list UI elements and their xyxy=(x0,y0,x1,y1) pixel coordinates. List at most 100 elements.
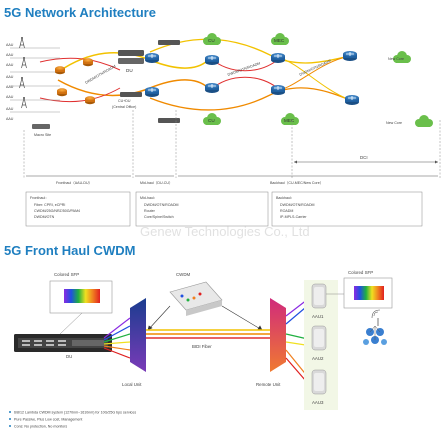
router-icon xyxy=(270,52,286,64)
new-core-label: New Core xyxy=(386,121,402,125)
du-chassis-icon xyxy=(14,334,112,352)
dci-arrow: DCI xyxy=(294,155,438,164)
info-box-item: CWDM/25G/NRZ/50G/PAM4 xyxy=(34,209,80,213)
cu-du-label: CU+DU xyxy=(118,99,131,103)
bullet-icon xyxy=(9,425,11,427)
remote-unit-demux-icon xyxy=(270,298,286,372)
info-box-midhaul: Mid-haul： DWDM/OTN/ROADM Router Core/Spi… xyxy=(135,191,269,227)
bidi-fiber-label: BIDI Fiber xyxy=(192,344,212,349)
cu-du-server-icon xyxy=(120,92,142,97)
router-icon xyxy=(204,82,220,94)
network-title: 5G Network Architecture xyxy=(4,5,156,20)
info-box-title: Backhaul： xyxy=(276,196,294,200)
aau-unit-icon xyxy=(311,283,327,309)
mec-label: MEC xyxy=(284,118,295,123)
router-icon xyxy=(204,54,220,66)
segment-dividers xyxy=(23,110,441,178)
segment-midhaul: Mid-haul（DU-CU） xyxy=(140,180,173,185)
tower-icon xyxy=(21,96,27,109)
info-box-fronthaul: Fronthaul： Fiber: CPRI, eCPRI CWDM/25G/N… xyxy=(25,191,131,227)
info-box-title: Mid-haul： xyxy=(140,196,157,200)
sfp-pointer-line xyxy=(59,312,83,335)
aau-label: AAU xyxy=(6,117,14,121)
aau-label: AAU xyxy=(6,63,14,67)
info-box-item: IP-MPLS-Carrier xyxy=(280,215,307,219)
fronthaul-title: 5G Front Haul CWDM xyxy=(4,243,135,258)
macro-site-server-icon xyxy=(32,124,50,129)
remote-unit-label: Remote Unit xyxy=(256,382,281,387)
segment-fronthaul: Fronthaul（AAU-DU） xyxy=(56,180,92,185)
bullet-icon xyxy=(9,418,11,420)
ring-label: DWDM/OTN/ROADM xyxy=(85,64,117,85)
antenna-cluster-icon xyxy=(363,309,387,345)
du-server-icon xyxy=(118,50,144,56)
ring-label: DWDM/OTN/ROADM xyxy=(299,59,332,77)
info-box-title: Fronthaul： xyxy=(30,196,49,200)
macro-site-label: Macro Site xyxy=(34,133,51,137)
aau-label: AAU xyxy=(6,75,14,79)
watermark-text: Genew Technologies Co., Ltd xyxy=(140,224,310,239)
router-icon xyxy=(270,84,286,96)
note-item: 6/8/12 Lambda CWDM system (1270nm~1610nm… xyxy=(14,411,136,415)
colored-sfp-label: Colored SFP xyxy=(54,272,79,277)
aau-label: AAU xyxy=(6,53,14,57)
router-icon xyxy=(57,88,67,97)
du-label: DU xyxy=(66,354,72,359)
router-icon xyxy=(144,52,160,64)
fiber-links xyxy=(10,38,351,113)
notes-list: 6/8/12 Lambda CWDM system (1270nm~1610nm… xyxy=(9,411,136,429)
info-box-item: Fiber: CPRI, eCPRI xyxy=(34,203,65,207)
central-office-label: (Central Office) xyxy=(112,105,136,109)
note-item: Pure Passive, Plus Low cost, Management xyxy=(14,418,82,422)
info-box-item: ROADM xyxy=(280,209,293,213)
tower-icon xyxy=(21,56,27,69)
router-icon xyxy=(85,96,95,105)
bullet-icon xyxy=(9,411,11,413)
aau-unit-icon xyxy=(311,325,327,351)
aau-label: AAU xyxy=(6,43,14,47)
segment-backhaul: Backhaul（CU-MEC/New Core） xyxy=(270,180,323,185)
du-fiber-bundle xyxy=(103,317,131,359)
info-box-item: DWDM/OTN/ROADM xyxy=(144,203,179,207)
note-item: Cons: No protection, No monitors xyxy=(14,425,67,429)
router-icon xyxy=(83,58,93,67)
tower-icon xyxy=(19,76,25,89)
local-unit-label: Local Unit xyxy=(122,382,142,387)
dci-label: DCI xyxy=(360,155,368,160)
router-icon xyxy=(342,50,358,62)
colored-sfp-module-icon xyxy=(64,289,100,303)
info-box-item: DWDM/OTN xyxy=(34,215,55,219)
aau-label: AAU2 xyxy=(312,356,324,361)
info-box-item: DWDM/OTN/ROADM xyxy=(280,203,315,207)
cu-du-server-icon xyxy=(158,118,180,123)
cu-label: CU xyxy=(208,118,215,123)
bidi-fiber-trunk xyxy=(146,329,270,339)
new-core-label: New Core xyxy=(388,57,404,61)
du-label: DU xyxy=(126,68,133,73)
tower-icon xyxy=(19,36,25,49)
local-unit-mux-icon xyxy=(130,298,146,372)
info-box-item: Core/Spine/Switch xyxy=(144,215,174,219)
info-box-item: Router xyxy=(144,209,156,213)
router-icon xyxy=(144,86,160,98)
du-server-icon xyxy=(118,58,144,64)
cwdm-label: CWDM xyxy=(176,272,190,277)
aau-label: AAU xyxy=(6,107,14,111)
aau-label: AAU1 xyxy=(312,314,324,319)
colored-sfp-label: Colored SFP xyxy=(348,270,373,275)
cwdm-module-icon xyxy=(169,281,223,316)
core-cloud-icon xyxy=(415,115,433,127)
cu-du-server-icon xyxy=(158,40,180,45)
aau-label: AAU xyxy=(6,85,14,89)
tower-icon-group xyxy=(19,36,27,109)
aau-unit-icon xyxy=(311,369,327,395)
aau-label: AAU3 xyxy=(312,400,324,405)
aau-label: AAU xyxy=(6,95,14,99)
aau-label-group: AAU AAU AAU AAU AAU AAU AAU AAU xyxy=(6,43,14,121)
router-icon xyxy=(344,94,360,106)
router-icon xyxy=(55,66,65,75)
info-box-backhaul: Backhaul： DWDM/OTN/ROADM ROADM IP-MPLS-C… xyxy=(271,191,423,227)
colored-sfp-module-icon xyxy=(354,286,384,300)
cwdm-pointer-arrows xyxy=(147,305,263,331)
